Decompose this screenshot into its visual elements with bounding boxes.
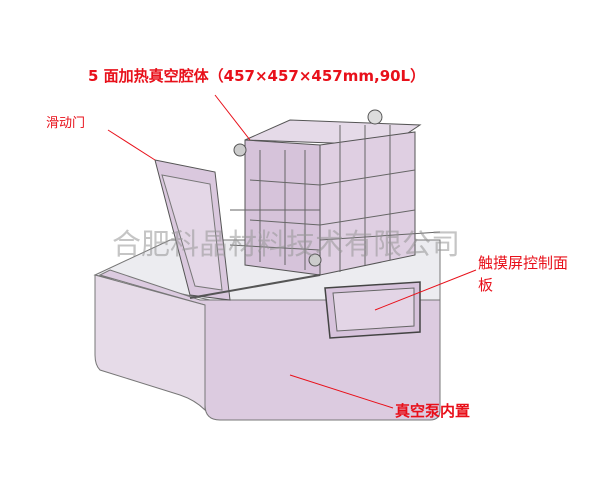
door-rail xyxy=(189,274,321,299)
chamber-frame xyxy=(229,125,441,272)
leader-lines xyxy=(107,94,477,409)
base-left xyxy=(94,274,206,412)
sliding-door-inner xyxy=(161,174,223,291)
touch-panel-label-line2: 板 xyxy=(478,276,494,294)
chamber-side xyxy=(319,131,416,276)
gauge-icon xyxy=(367,109,383,125)
touch-panel-label-line1: 触摸屏控制面 xyxy=(478,254,569,272)
title-label: 5 面加热真空腔体（457×457×457mm,90L） xyxy=(88,67,426,85)
vacuum-pump-label: 真空泵内置 xyxy=(395,402,471,420)
touch-screen-inner xyxy=(332,287,415,332)
watermark: 合肥科晶材料技术有限公司 xyxy=(112,227,461,261)
wheel-icon xyxy=(308,253,322,267)
wheel-icon xyxy=(233,143,247,157)
sliding-door-label: 滑动门 xyxy=(46,116,86,131)
